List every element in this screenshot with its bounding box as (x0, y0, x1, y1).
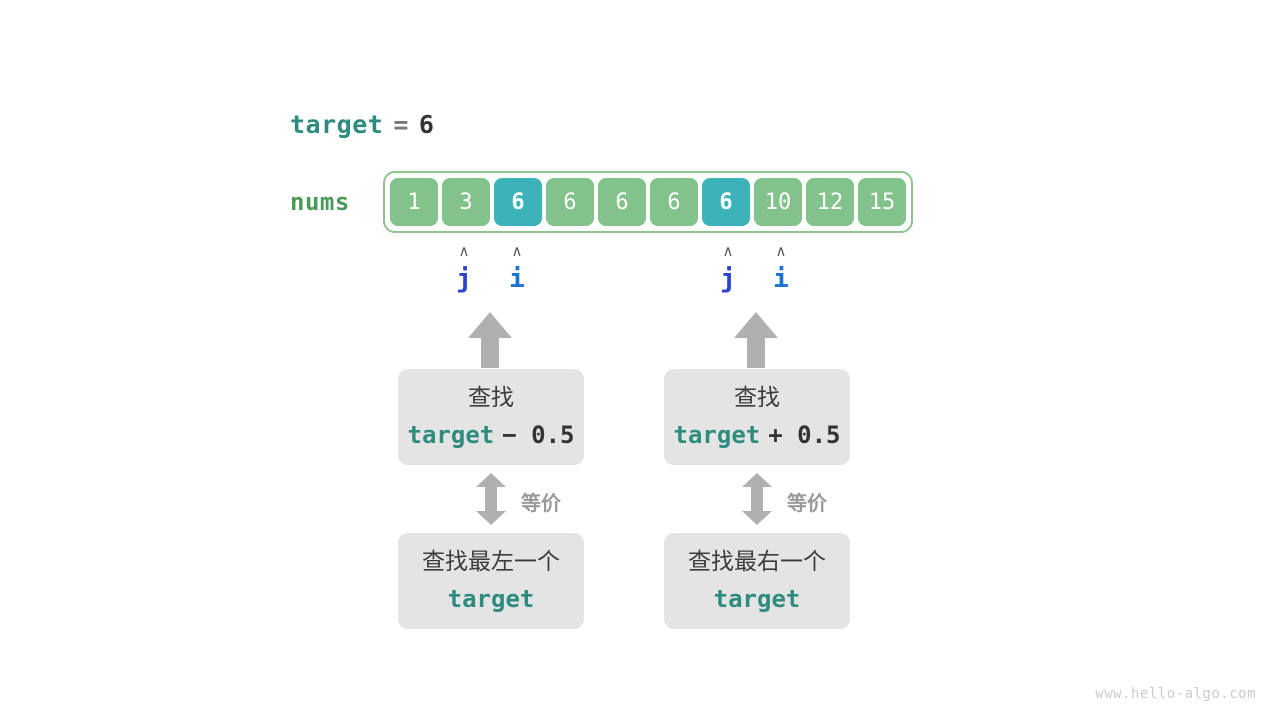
arrow-head (734, 312, 778, 338)
site-watermark: www.hello-algo.com (1095, 686, 1256, 702)
arrow-head (468, 312, 512, 338)
array-cell: 12 (806, 178, 854, 226)
pointer-i-left: ∧ i (497, 243, 537, 293)
arrow-shaft (481, 336, 499, 368)
box-search-target-plus-half: 查找 target+ 0.5 (664, 369, 850, 465)
pointer-j-left: ∧ j (444, 243, 484, 293)
box-line-description: 查找最右一个 (688, 549, 826, 575)
caret-icon: ∧ (511, 242, 523, 260)
equivalence-label-right: 等价 (787, 491, 827, 515)
array-cell: 6 (702, 178, 750, 226)
target-variable-label: target (290, 110, 384, 139)
arrow-head-down (742, 511, 772, 525)
pointer-label-i: i (773, 264, 789, 294)
arrow-head-up (476, 473, 506, 487)
box-search-target-minus-half: 查找 target− 0.5 (398, 369, 584, 465)
array-cell: 10 (754, 178, 802, 226)
array-cell: 1 (390, 178, 438, 226)
box-line-description: 查找最左一个 (422, 549, 560, 575)
expression-variable: target (673, 421, 761, 449)
expression-variable: target (447, 585, 535, 613)
arrow-shaft (485, 485, 497, 513)
box-search-rightmost-target: 查找最右一个 target (664, 533, 850, 629)
array-cell: 3 (442, 178, 490, 226)
pointer-label-j: j (720, 264, 736, 294)
caret-icon: ∧ (775, 242, 787, 260)
array-cell: 6 (546, 178, 594, 226)
array-cell: 6 (598, 178, 646, 226)
caret-icon: ∧ (722, 242, 734, 260)
box-expression: target (714, 583, 801, 615)
box-line-search: 查找 (734, 385, 780, 411)
expression-variable: target (407, 421, 495, 449)
array-cell: 6 (650, 178, 698, 226)
expression-variable: target (713, 585, 801, 613)
up-arrow-icon-left (468, 312, 512, 368)
equals-sign: = (393, 110, 409, 139)
array-cell: 15 (858, 178, 906, 226)
pointer-label-j: j (456, 264, 472, 294)
array-cell: 6 (494, 178, 542, 226)
target-declaration: target = 6 (290, 110, 434, 139)
equivalence-label-left: 等价 (521, 491, 561, 515)
nums-array-label: nums (290, 188, 350, 216)
target-value: 6 (418, 110, 435, 139)
expression-operator: − 0.5 (502, 421, 575, 449)
pointer-label-i: i (509, 264, 525, 294)
box-expression: target− 0.5 (408, 419, 575, 451)
box-line-search: 查找 (468, 385, 514, 411)
arrow-head-up (742, 473, 772, 487)
double-arrow-icon-right (742, 473, 772, 525)
caret-icon: ∧ (458, 242, 470, 260)
up-arrow-icon-right (734, 312, 778, 368)
box-expression: target+ 0.5 (674, 419, 841, 451)
arrow-shaft (751, 485, 763, 513)
expression-operator: + 0.5 (768, 421, 841, 449)
pointer-i-right: ∧ i (761, 243, 801, 293)
double-arrow-icon-left (476, 473, 506, 525)
arrow-shaft (747, 336, 765, 368)
box-search-leftmost-target: 查找最左一个 target (398, 533, 584, 629)
box-expression: target (448, 583, 535, 615)
pointer-j-right: ∧ j (708, 243, 748, 293)
arrow-head-down (476, 511, 506, 525)
